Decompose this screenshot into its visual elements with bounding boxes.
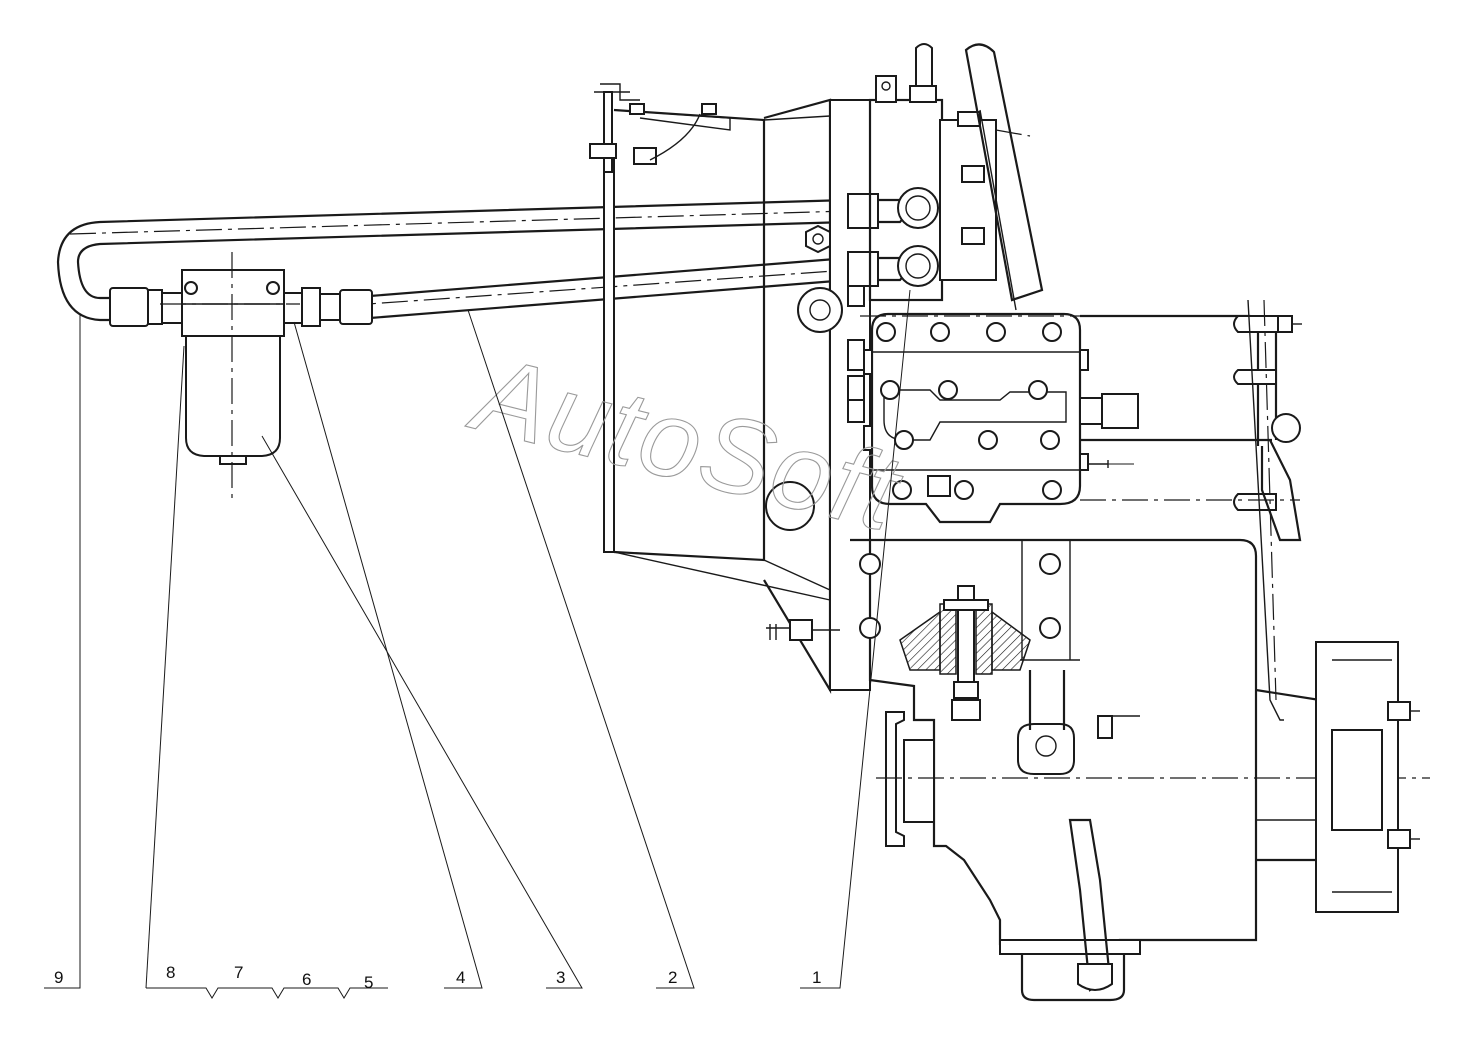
callout-leaders [44, 289, 911, 999]
control-valve-block [860, 312, 1240, 524]
bearing-section [899, 585, 1031, 721]
pipe-fittings-left [109, 287, 373, 327]
callout-4: 4 [456, 968, 465, 987]
callout-6: 6 [302, 970, 311, 989]
gearbox-bolts [859, 553, 1061, 639]
callout-5: 5 [364, 973, 373, 992]
oil-filter [160, 252, 300, 500]
shift-linkage [1080, 299, 1302, 721]
callout-3: 3 [556, 968, 565, 987]
valve-block-bolts [876, 322, 1062, 500]
callout-8: 8 [166, 963, 175, 982]
callout-1: 1 [812, 968, 821, 987]
callout-2: 2 [668, 968, 677, 987]
gearbox-body [850, 538, 1430, 1002]
callout-9: 9 [54, 968, 63, 987]
callout-7: 7 [234, 963, 243, 982]
callout-labels: 9 8 7 6 5 4 3 2 1 [54, 963, 821, 992]
pipe-connectors [847, 43, 1044, 311]
